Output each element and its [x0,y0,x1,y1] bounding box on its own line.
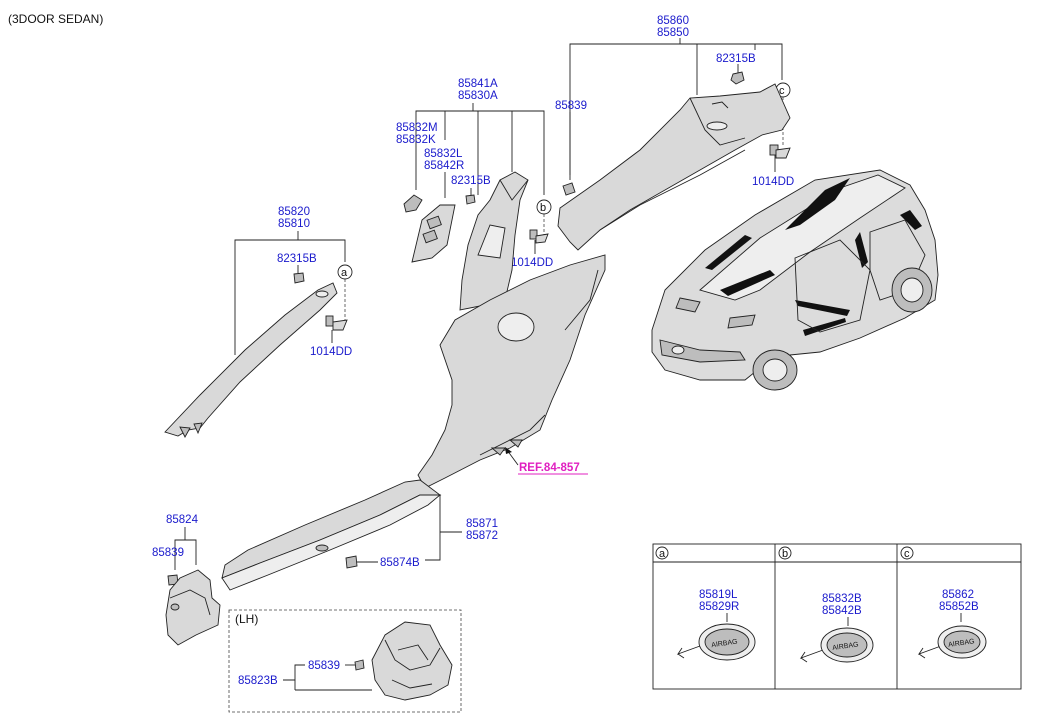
table-c-line2: 85852B [939,601,979,613]
c-pillar-trim-group: 85860 85850 82315B 85839 c 1014DD [555,15,794,251]
bolt-1014DD-left [325,315,348,331]
label-85839-bot: 85839 [152,547,184,559]
cover-85832M-part [403,194,423,213]
kick-panel-group: 85824 85839 [152,514,221,646]
label-1014DD-left: 1014DD [310,346,352,358]
lh-label: (LH) [235,612,258,626]
label-1014DD-mid: 1014DD [511,257,553,269]
label-85841A: 85841A [458,78,498,90]
table-c-line1: 85862 [942,589,974,601]
a-pillar-trim-group: 85820 85810 82315B a 1014DD [164,206,353,438]
clip-82315B-top [730,71,745,85]
b-pillar-trim-group: 85841A 85830A 85832M 85832K 85832L 85842… [396,78,553,311]
c-pillar-trim-part [557,83,791,251]
svg-text:AIRBAG: AIRBAG [711,639,738,650]
label-82315B-left: 82315B [277,253,317,265]
clip-82315B-left [293,272,305,284]
table-header-a: a [659,548,666,560]
label-85832M: 85832M [396,122,438,134]
label-85839-lh: 85839 [308,660,340,672]
diagram-title: (3DOOR SEDAN) [8,12,103,26]
label-85850: 85850 [657,27,689,39]
legend-table: a b c 85819L 85829R AIRBAG 85832B 85842B… [652,543,1022,690]
clip-85874B [345,555,358,569]
label-85872: 85872 [466,530,498,542]
ref-84-857-link[interactable]: REF.84-857 [519,462,580,474]
a-pillar-trim-part [164,282,338,437]
label-85839-top: 85839 [555,100,587,112]
callout-c-top-text: c [779,85,785,97]
quarter-trim-group: REF.84-857 [417,254,606,489]
label-85810: 85810 [278,218,310,230]
table-a-line1: 85819L [699,589,738,601]
label-85824: 85824 [166,514,199,526]
label-85874B: 85874B [380,557,420,569]
clip-85839-top [562,182,576,196]
quarter-trim-part [417,254,606,489]
table-b-line1: 85832B [822,593,862,605]
label-85830A: 85830A [458,90,498,102]
label-82315B-mid: 82315B [451,175,491,187]
bolt-1014DD-top [769,144,791,159]
airbag-badge-a: AIRBAG [676,623,756,661]
table-b-line2: 85842B [822,605,862,617]
table-header-c: c [904,548,910,560]
clip-85839-lh [354,659,365,671]
svg-text:AIRBAG: AIRBAG [832,641,859,652]
airbag-badge-b: AIRBAG [799,627,874,663]
label-85842R: 85842R [424,160,464,172]
label-85820: 85820 [278,206,310,218]
table-a-line2: 85829R [699,601,739,613]
clip-82315B-mid [465,194,476,205]
table-header-b: b [782,548,788,560]
kick-panel-lh-part [371,621,453,701]
lh-detail-box: (LH) 85839 85823B [228,609,462,713]
label-1014DD-top: 1014DD [752,176,794,188]
label-82315B-top: 82315B [716,53,756,65]
scuff-plate-group: 85871 85872 85874B [221,479,498,591]
airbag-badge-c: AIRBAG [917,625,987,659]
label-85832L: 85832L [424,148,463,160]
car-illustration [651,169,939,391]
svg-text:AIRBAG: AIRBAG [948,638,975,649]
kick-panel-part [165,569,221,646]
callout-a-top-text: a [341,267,348,279]
label-85832K: 85832K [396,134,436,146]
label-85823B: 85823B [238,675,278,687]
label-85871: 85871 [466,518,498,530]
label-85860: 85860 [657,15,689,27]
bolt-1014DD-mid [529,229,549,244]
callout-b-top-text: b [540,202,546,214]
